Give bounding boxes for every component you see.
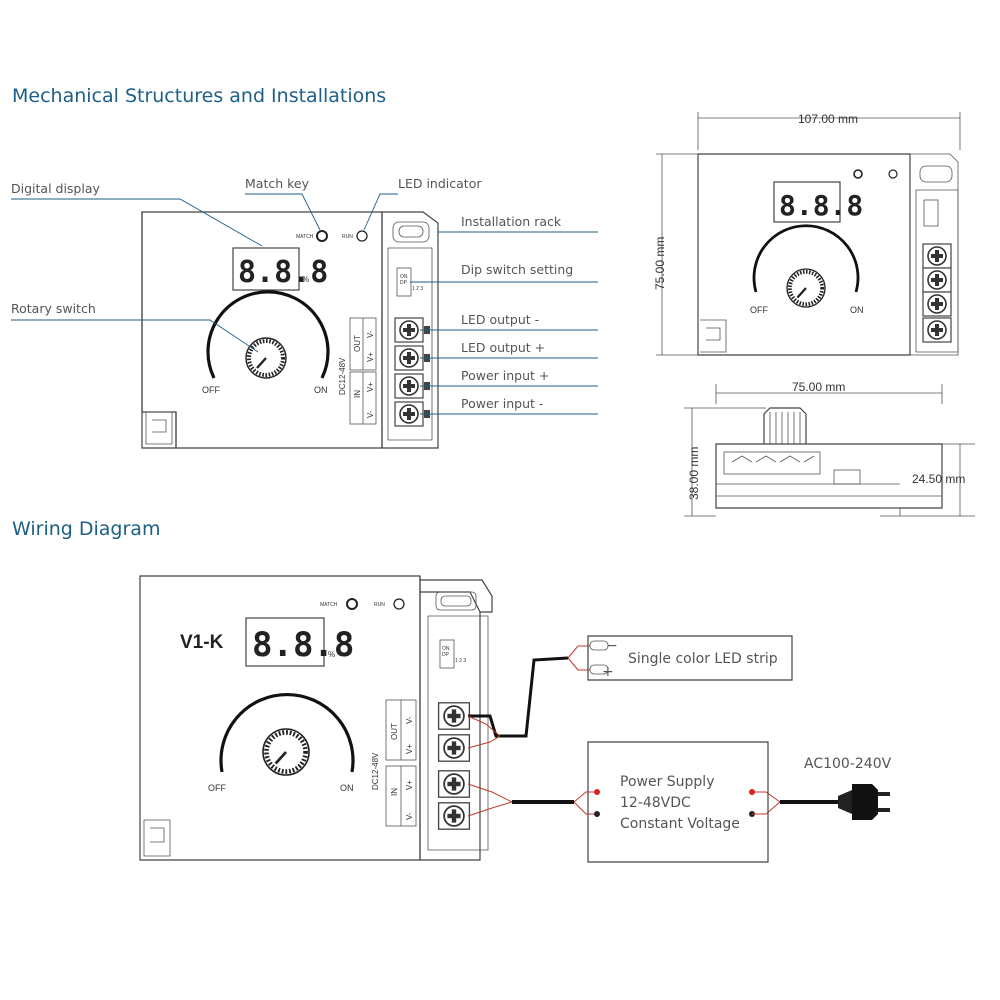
callout-led-output-pos: LED output +	[461, 340, 545, 355]
psu-line3: Constant Voltage	[620, 816, 740, 832]
power-supply: Power Supply 12-48VDC Constant Voltage	[587, 741, 769, 863]
mechanical-title: Mechanical Structures and Installations	[12, 85, 386, 107]
match-key[interactable]	[316, 230, 328, 242]
svg-text:V+: V+	[405, 780, 414, 790]
svg-text:V+: V+	[405, 744, 414, 754]
dim-width-top: 107.00 mm	[798, 112, 858, 126]
dim-width-side: 75.00 mm	[792, 380, 845, 394]
svg-text:OUT: OUT	[390, 723, 399, 740]
v-minus-out: V-	[366, 330, 375, 338]
callout-digital-display: Digital display	[11, 181, 101, 196]
rotary-knob-wiring[interactable]	[263, 729, 309, 775]
callout-rotary-switch: Rotary switch	[11, 301, 96, 316]
model-label: V1-K	[180, 632, 224, 653]
callout-power-input-pos: Power input +	[461, 368, 549, 383]
callout-led-indicator: LED indicator	[398, 176, 482, 191]
dip-on-label: ON	[400, 274, 408, 280]
digital-display-wiring: 8.8.8	[252, 625, 354, 665]
run-text: RUN	[342, 234, 353, 240]
callout-installation-rack: Installation rack	[461, 214, 562, 229]
svg-text:OFF: OFF	[208, 783, 226, 793]
out-label: OUT	[353, 335, 362, 352]
led-indicator	[356, 230, 368, 242]
off-label-top: OFF	[750, 305, 768, 315]
terminal-power-pos	[394, 373, 424, 399]
dip-nums: 1 2 3	[412, 286, 423, 292]
strip-plus: +	[602, 664, 614, 680]
svg-text:RUN: RUN	[374, 602, 385, 608]
svg-text:ON: ON	[340, 783, 354, 793]
terminal-led-neg	[394, 317, 424, 343]
dim-height-side: 38.00 mm	[687, 447, 701, 500]
percent-sign: %	[302, 275, 309, 284]
svg-text:%: %	[328, 650, 335, 659]
wiring-lines	[467, 645, 838, 817]
digital-display: 8.8.8	[238, 255, 328, 290]
callout-led-output-neg: LED output -	[461, 312, 539, 327]
ac-label: AC100-240V	[804, 756, 892, 772]
dim-height-top: 75.00 mm	[653, 237, 667, 290]
callout-dip-switch: Dip switch setting	[461, 262, 573, 277]
wiring-title: Wiring Diagram	[12, 518, 160, 540]
v-plus-out: V+	[366, 352, 375, 362]
led-strip: − + Single color LED strip	[587, 635, 793, 681]
voltage-label: DC12-48V	[338, 357, 347, 395]
digital-display-top: 8.8.8	[779, 189, 863, 222]
top-dimension-view: 107.00 mm 75.00 mm 8.8.8 OFF ON	[653, 112, 961, 356]
callout-power-input-neg: Power input -	[461, 396, 543, 411]
terminal-led-pos	[394, 345, 424, 371]
strip-minus: −	[606, 638, 618, 654]
psu-line1: Power Supply	[620, 774, 715, 790]
svg-text:MATCH: MATCH	[320, 602, 338, 608]
callout-match-key: Match key	[245, 176, 310, 191]
svg-text:V-: V-	[405, 812, 414, 820]
svg-text:ON: ON	[442, 646, 450, 652]
match-key-wiring[interactable]	[346, 598, 358, 610]
dim-body-height: 24.50 mm	[912, 472, 965, 486]
wiring-controller: ON DP 1 2 3 OUT V- V+ IN V+ V- DC12-48V …	[139, 575, 493, 861]
svg-text:DC12-48V: DC12-48V	[371, 752, 380, 790]
on-label-top: ON	[850, 305, 864, 315]
controller-front-view: ON DP 1 2 3 OUT V- V+ IN V+ V- DC12-48V …	[141, 211, 439, 449]
in-label: IN	[353, 390, 362, 398]
svg-text:DP: DP	[442, 652, 450, 658]
rotary-knob[interactable]	[244, 336, 288, 380]
side-dimension-view: 75.00 mm 38.00 mm 24.50 mm	[684, 380, 975, 517]
v-plus-in: V+	[366, 382, 375, 392]
svg-text:IN: IN	[390, 788, 399, 796]
ac-plug-icon: AC100-240V	[804, 756, 892, 820]
psu-line2: 12-48VDC	[620, 795, 691, 811]
callouts: Digital display Match key LED indicator …	[11, 176, 598, 415]
off-label: OFF	[202, 385, 220, 395]
v-minus-in: V-	[366, 410, 375, 418]
svg-text:V-: V-	[405, 716, 414, 724]
on-label: ON	[314, 385, 328, 395]
led-strip-label: Single color LED strip	[628, 651, 778, 667]
terminal-power-neg	[394, 401, 424, 427]
dip-dp-label: DP	[400, 280, 408, 286]
match-text: MATCH	[296, 234, 314, 240]
svg-text:1 2 3: 1 2 3	[455, 658, 466, 664]
